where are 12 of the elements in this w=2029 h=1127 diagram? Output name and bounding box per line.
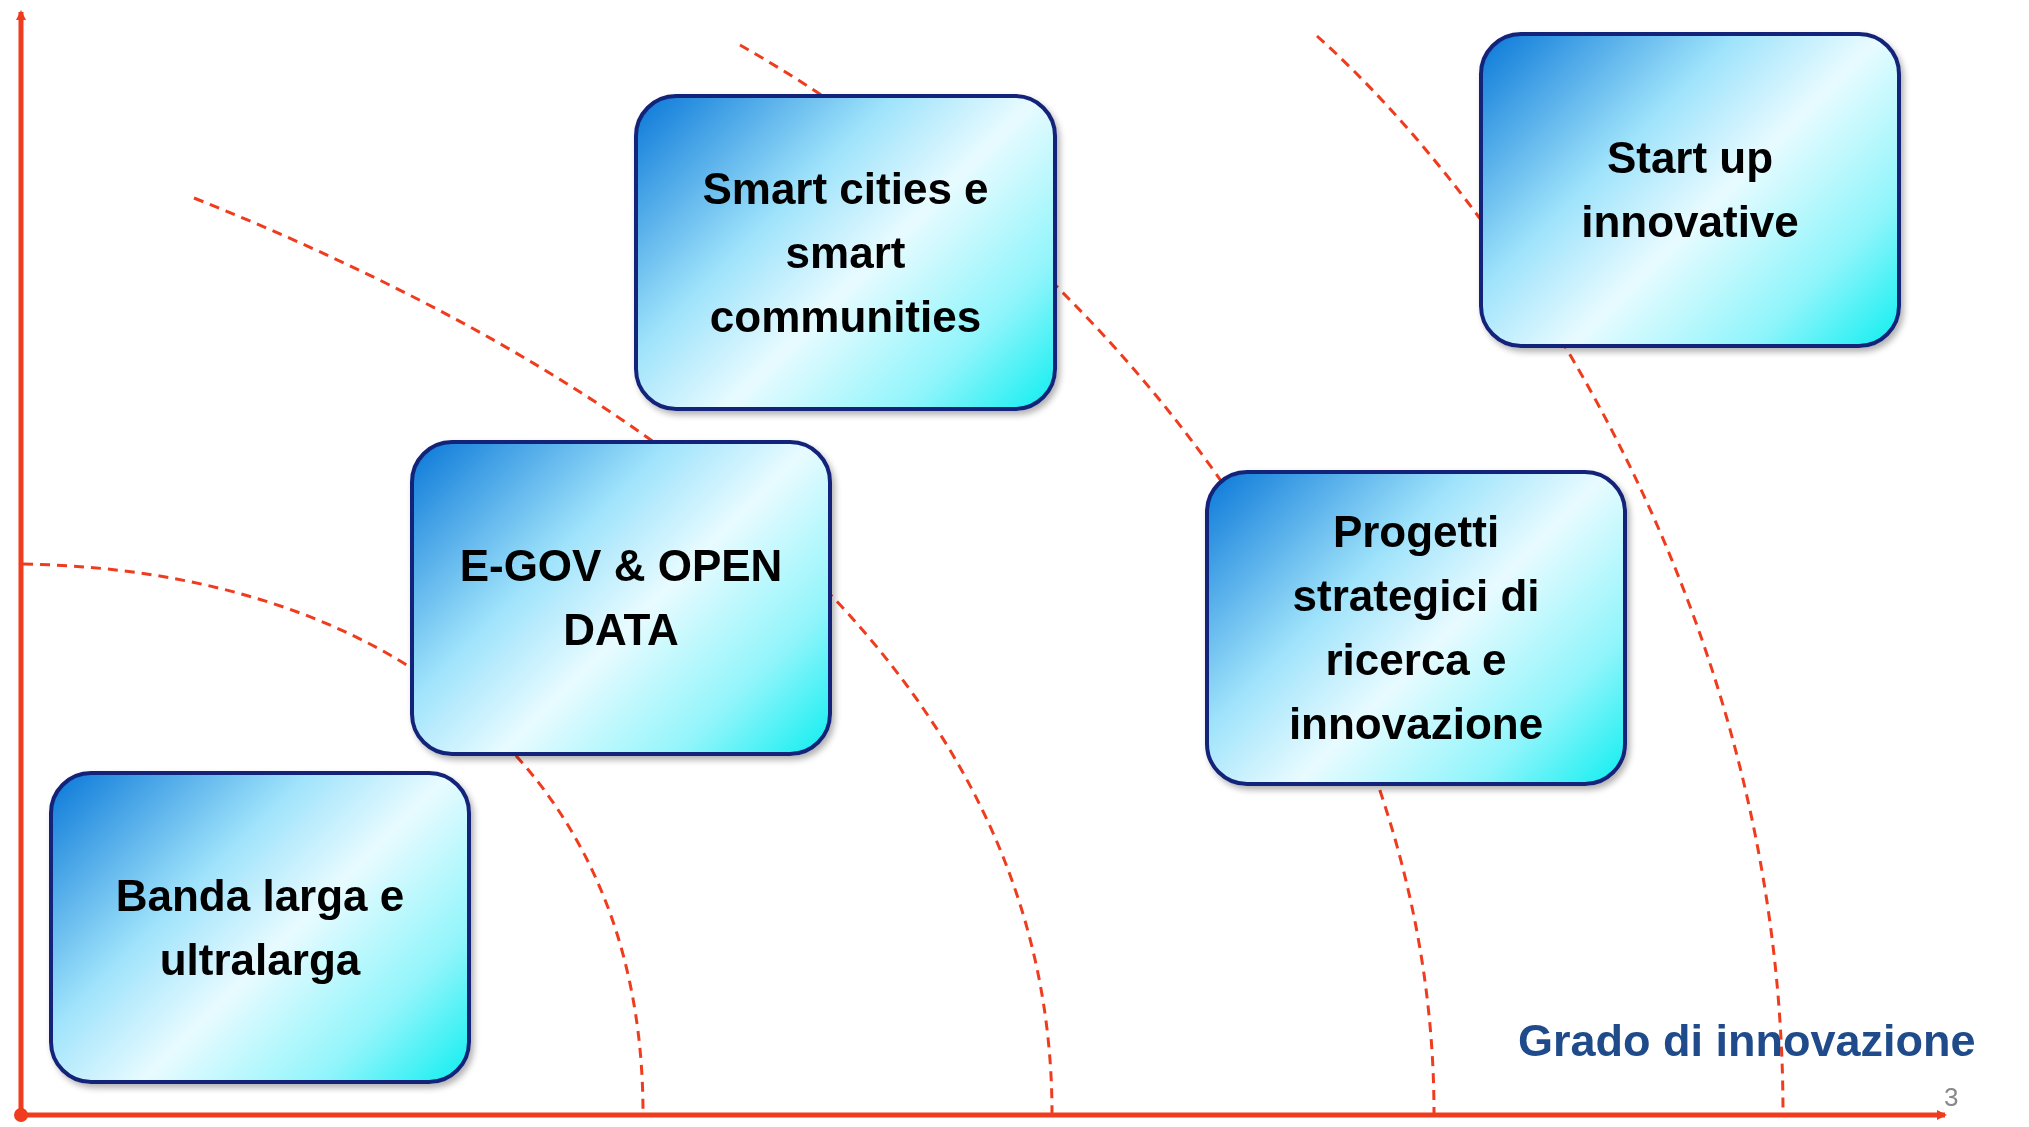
page-number: 3 (1944, 1082, 1959, 1113)
box-label: Banda larga e ultralarga (114, 869, 406, 986)
axis-label: Grado di innovazione (1518, 1015, 1976, 1067)
gradient-box (634, 94, 1057, 411)
box-label: Start up innovative (1580, 132, 1800, 248)
gradient-box (1205, 470, 1627, 786)
gradient-box (410, 440, 832, 756)
gradient-box (1479, 32, 1901, 348)
box-label: E-GOV & OPEN DATA (458, 540, 784, 656)
box-label: Smart cities e smart communities (701, 162, 990, 343)
gradient-box (49, 771, 471, 1084)
box-label: Progetti strategici di ricerca e innovazione (1287, 506, 1545, 750)
